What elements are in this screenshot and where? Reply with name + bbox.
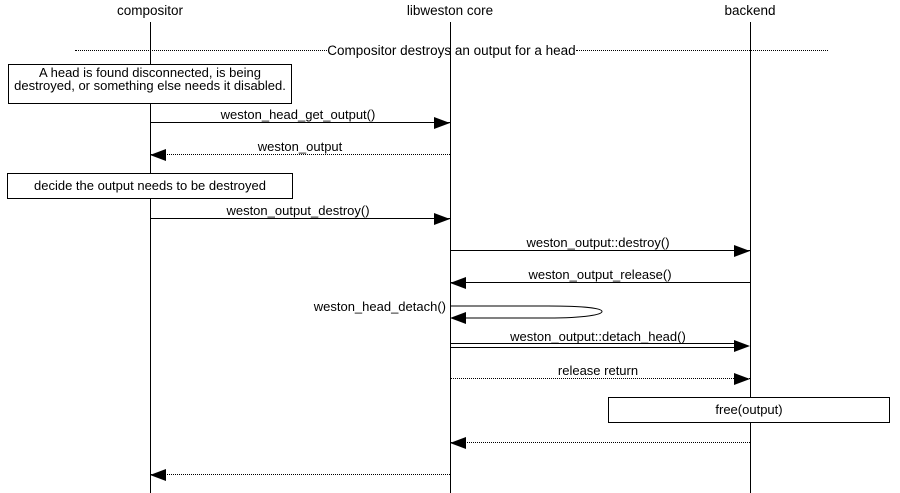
message-line-release-return <box>450 378 750 379</box>
message-label-weston-output: weston_output <box>257 139 343 154</box>
actor-label-compositor: compositor <box>116 3 184 18</box>
arrowhead-left-icon <box>450 277 466 289</box>
message-line-weston-output-destroy <box>150 218 450 219</box>
message-line-weston-output <box>150 154 450 155</box>
message-label-weston-output-detach-head: weston_output::detach_head() <box>510 329 686 344</box>
lifeline-compositor <box>150 22 151 493</box>
message-label-weston-output-release: weston_output_release() <box>528 267 672 282</box>
message-line-return-to-libweston <box>450 442 750 443</box>
message-line-weston-output-detach-head <box>450 343 742 348</box>
arrowhead-right-icon <box>734 245 750 257</box>
actor-label-backend: backend <box>724 3 776 18</box>
note-free-output: free(output) <box>608 397 890 423</box>
message-line-weston-output-release <box>450 282 750 283</box>
note-decide-destroy: decide the output needs to be destroyed <box>7 173 293 199</box>
lifeline-libweston-core <box>450 22 451 493</box>
arrowhead-right-icon <box>434 213 450 225</box>
arrowhead-left-icon <box>450 437 466 449</box>
message-label-weston-output-destroy-method: weston_output::destroy() <box>526 235 670 250</box>
message-label-weston-output-destroy: weston_output_destroy() <box>226 203 370 218</box>
message-label-weston-head-detach: weston_head_detach() <box>313 299 446 314</box>
arrowhead-right-icon <box>434 117 450 129</box>
note-head-disconnected: A head is found disconnected, is being d… <box>8 64 292 104</box>
message-label-weston-head-get-output: weston_head_get_output() <box>220 107 376 122</box>
message-line-return-to-compositor <box>150 474 450 475</box>
lifeline-backend <box>750 22 751 493</box>
actor-label-libweston-core: libweston core <box>406 3 494 18</box>
message-label-release-return: release return <box>557 363 639 378</box>
divider: Compositor destroys an output for a head <box>75 42 828 58</box>
arrowhead-right-icon <box>734 340 750 352</box>
diagram-title: Compositor destroys an output for a head <box>327 42 576 58</box>
message-line-weston-output-destroy-method <box>450 250 750 251</box>
message-line-weston-head-get-output <box>150 122 450 123</box>
arrowhead-left-icon <box>150 469 166 481</box>
arrowhead-right-icon <box>734 373 750 385</box>
arrowhead-left-icon <box>150 149 166 161</box>
self-message-loop <box>450 305 603 324</box>
